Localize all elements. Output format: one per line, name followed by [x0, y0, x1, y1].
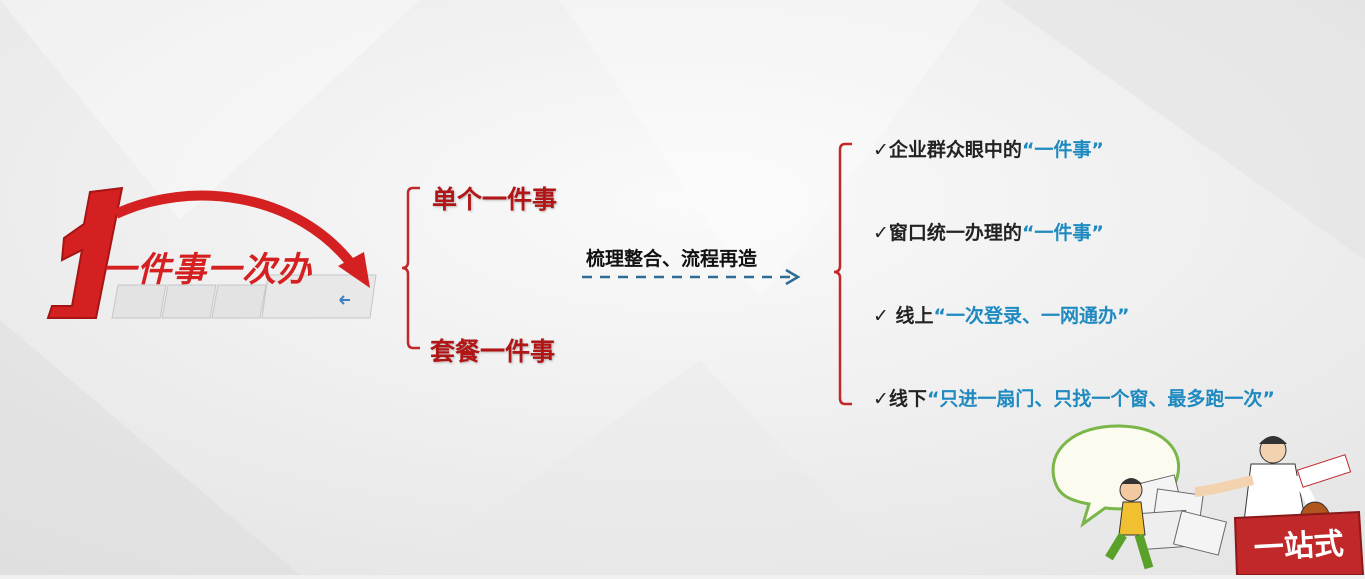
logo-text: 一件事一次办 — [102, 250, 312, 290]
running-man — [1105, 478, 1154, 570]
list-item-prefix: 线上 — [888, 305, 934, 327]
one-thing-logo: 一件事一次办 — [38, 180, 388, 330]
list-item: ✓线下“只进一扇门、只找一个窗、最多跑一次” — [873, 384, 1275, 411]
branch-package-title: 套餐一件事 — [430, 337, 556, 366]
list-item-prefix: 企业群众眼中的 — [888, 139, 1022, 161]
keyboard-keys — [111, 274, 377, 319]
list-item: ✓企业群众眼中的“一件事” — [873, 135, 1104, 162]
check-icon: ✓ — [873, 222, 889, 244]
reaching-arm — [1194, 475, 1255, 497]
numeral-one-shape — [46, 186, 124, 319]
logo-graphic — [46, 186, 377, 319]
list-item-prefix: 窗口统一办理的 — [888, 222, 1022, 244]
list-item: ✓窗口统一办理的“一件事” — [873, 218, 1104, 245]
list-item-quote: “一件事” — [1021, 222, 1104, 244]
one-stop-cartoon: 一站式 — [1045, 420, 1365, 576]
list-item-quote: “只进一扇门、只找一个窗、最多跑一次” — [926, 388, 1275, 410]
arrow-label: 梳理整合、流程再造 — [586, 248, 758, 270]
sign-text: 一站式 — [1253, 528, 1345, 566]
list-item: ✓ 线上“一次登录、一网通办” — [873, 301, 1130, 328]
list-item-prefix: 线下 — [888, 388, 927, 410]
check-icon: ✓ — [873, 139, 889, 161]
one-stop-sign: 一站式 — [1233, 510, 1365, 576]
list-item-quote: “一件事” — [1021, 139, 1104, 161]
check-icon: ✓ — [873, 388, 889, 410]
branch-single-title: 单个一件事 — [432, 185, 558, 214]
cartoon-graphic: 一站式 — [1051, 424, 1365, 576]
check-icon: ✓ — [873, 305, 889, 327]
paper-stack — [1128, 474, 1228, 556]
swoosh-arrow — [113, 190, 361, 273]
list-item-quote: “一次登录、一网通办” — [933, 305, 1130, 327]
